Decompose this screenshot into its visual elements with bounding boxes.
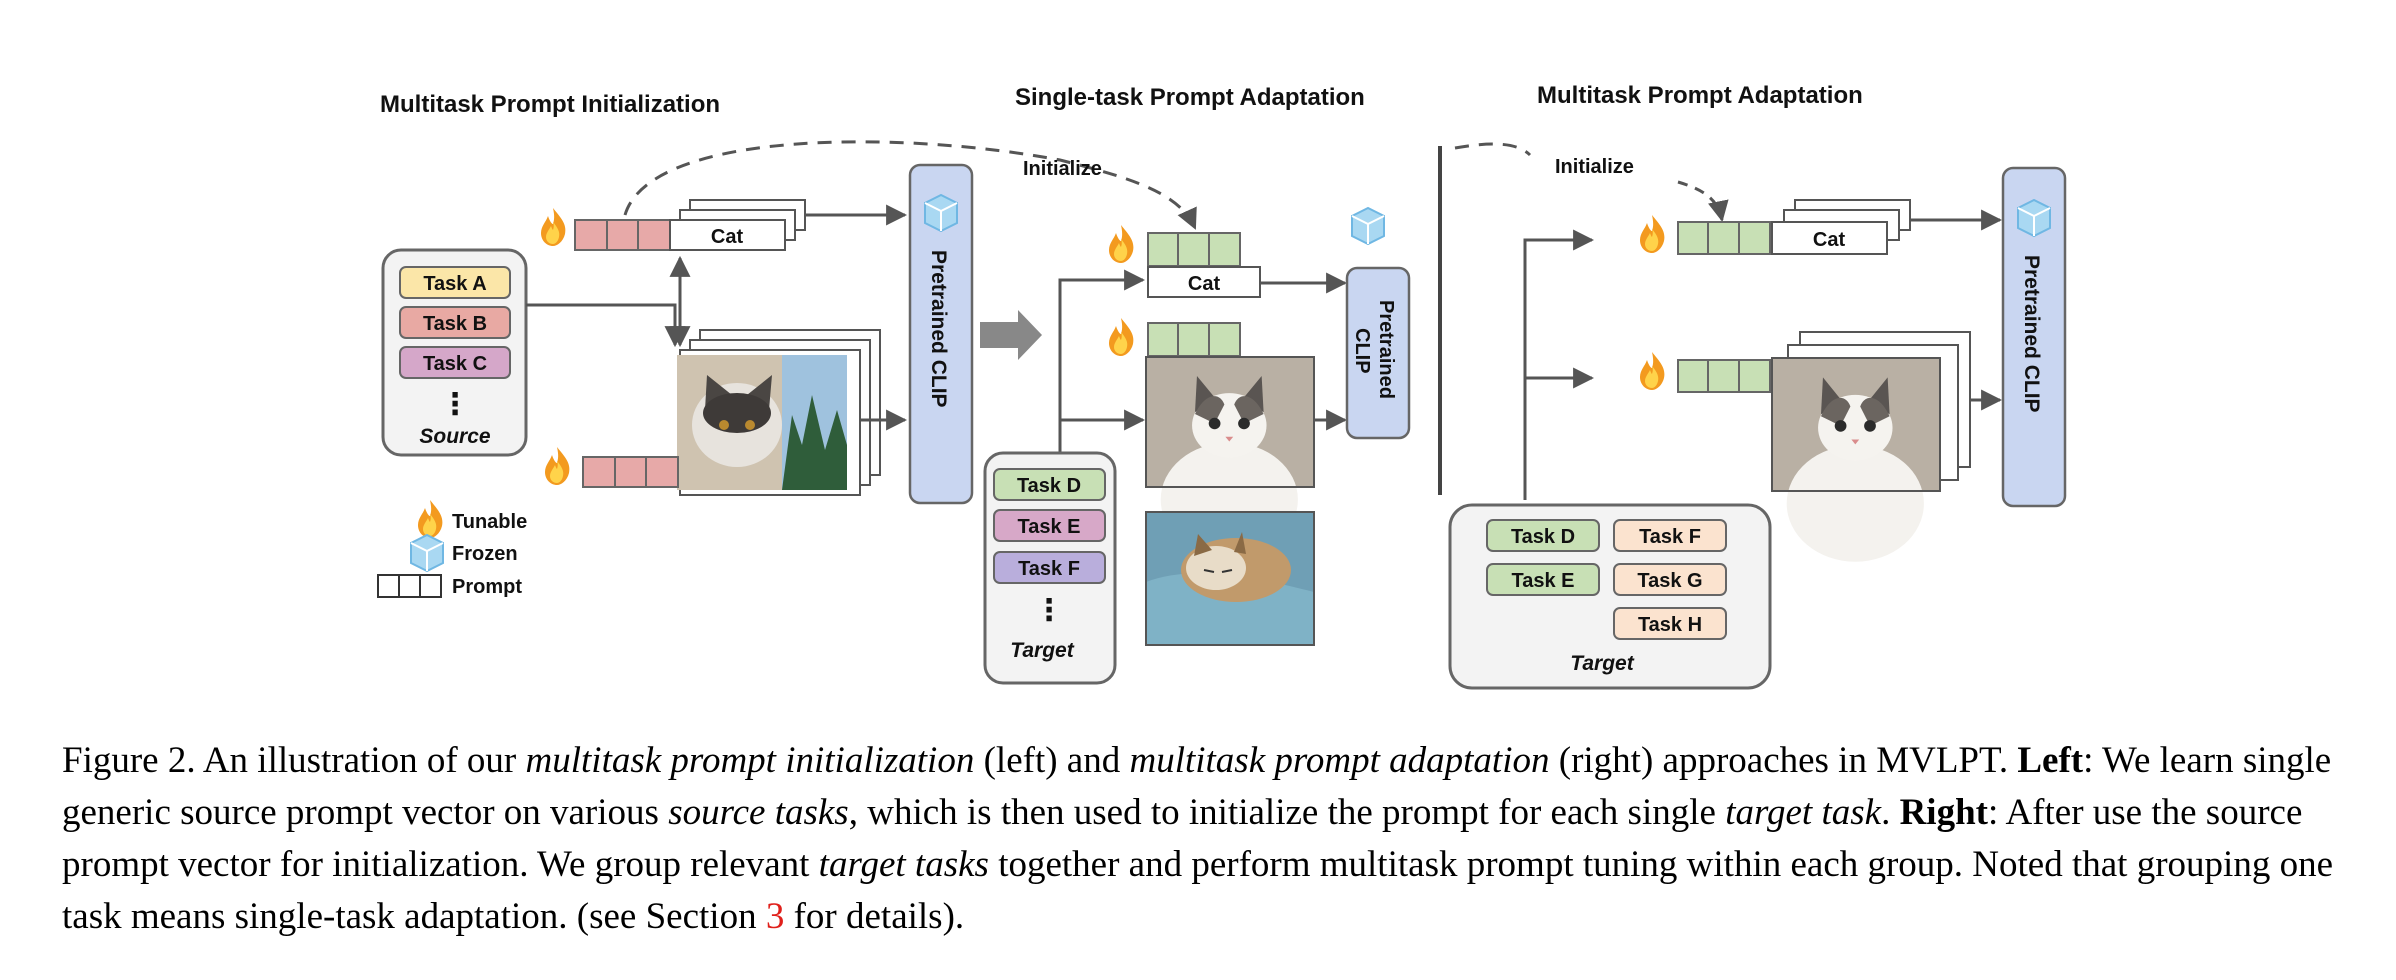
caption-italic-1: multitask prompt initialization	[525, 740, 975, 781]
task-f-box-right	[1613, 519, 1727, 552]
frozen-ice-icon	[2017, 199, 2051, 237]
caption-text-7: : After use the source prompt vector for…	[62, 792, 2303, 885]
frozen-ice-icon	[924, 194, 958, 232]
caption-bold-right: Right	[1899, 792, 1988, 833]
task-f-label: Task F	[1018, 558, 1080, 580]
cat-text-box-left	[669, 219, 786, 251]
source-group-label: Source	[419, 425, 491, 448]
target-cat-image-middle	[1145, 356, 1315, 557]
task-c-label: Task C	[423, 353, 487, 375]
figure-caption: Figure 2. An illustration of our multita…	[62, 735, 2352, 943]
figure-diagram: Multitask Prompt Initialization Task A T…	[377, 82, 2067, 690]
task-b-label: Task B	[423, 313, 487, 335]
middle-panel-title: Single-task Prompt Adaptation	[1015, 84, 1365, 111]
task-b-box	[399, 306, 511, 339]
legend-tunable: Tunable	[452, 511, 527, 533]
source-ellipsis: ⋮	[440, 388, 470, 421]
clip-label-middle-2: CLIP	[1351, 328, 1373, 374]
initialize-label-middle: Initialize	[1023, 158, 1102, 180]
cat-label-right: Cat	[1813, 229, 1846, 251]
transition-arrow	[980, 310, 1042, 360]
tunable-flame-icon	[1109, 318, 1134, 356]
task-d-box-right	[1486, 519, 1600, 552]
left-panel-title: Multitask Prompt Initialization	[380, 91, 720, 118]
task-e-box	[993, 509, 1106, 542]
legend-flame-icon	[418, 500, 443, 538]
frozen-ice-icon	[1351, 207, 1385, 245]
task-d-label: Task D	[1017, 475, 1081, 497]
initialize-label-right: Initialize	[1555, 156, 1634, 178]
caption-text-2: (left) and	[974, 740, 1130, 781]
target-cat-image-right	[1771, 357, 1941, 562]
legend-ice-icon	[410, 534, 444, 572]
legend-prompt: Prompt	[452, 576, 522, 598]
source-images	[677, 355, 847, 490]
target-group-label-right: Target	[1570, 652, 1634, 675]
target-ellipsis-middle: ⋮	[1034, 594, 1064, 627]
task-f-label-right: Task F	[1639, 526, 1701, 548]
task-g-box-right	[1613, 563, 1727, 596]
task-d-box	[993, 468, 1106, 501]
caption-bold-left: Left	[2017, 740, 2084, 781]
caption-text-1: An illustration of our	[195, 740, 526, 781]
caption-italic-2: multitask prompt adaptation	[1129, 740, 1550, 781]
task-a-label: Task A	[423, 273, 486, 295]
pretrained-clip-box-middle	[1345, 266, 1411, 440]
initialize-dashed-arrow-left	[623, 140, 1197, 230]
cat-label-left: Cat	[711, 226, 744, 248]
caption-text-8: together and perform multitask prompt tu…	[62, 844, 2333, 937]
tunable-flame-icon	[541, 208, 566, 246]
tunable-flame-icon	[1640, 352, 1665, 390]
task-g-label-right: Task G	[1637, 570, 1702, 592]
task-e-label: Task E	[1018, 516, 1081, 538]
task-f-box	[993, 551, 1106, 584]
caption-italic-5: target tasks	[818, 844, 989, 885]
legend-frozen: Frozen	[452, 543, 518, 565]
clip-label-middle-1: Pretrained	[1375, 300, 1397, 399]
initialize-dashed-arrow-right	[1454, 142, 1532, 157]
task-d-label-right: Task D	[1511, 526, 1575, 548]
pretrained-clip-box-right	[2001, 166, 2067, 508]
caption-text-9: for details).	[784, 896, 965, 937]
pretrained-clip-box-left	[908, 163, 974, 505]
section-reference-link[interactable]: 3	[765, 896, 785, 937]
caption-text-3: (right) approaches in MVLPT.	[1549, 740, 2018, 781]
tunable-flame-icon	[545, 447, 570, 485]
cat-label-middle: Cat	[1188, 273, 1221, 295]
caption-italic-3: source tasks	[668, 792, 849, 833]
caption-text-6: .	[1881, 792, 1900, 833]
target-cat-image-sleeping	[1145, 511, 1315, 646]
target-group-label-middle: Target	[1010, 639, 1074, 662]
task-h-label-right: Task H	[1638, 614, 1702, 636]
task-e-label-right: Task E	[1512, 570, 1575, 592]
clip-label-left: Pretrained CLIP	[927, 250, 950, 408]
clip-label-right: Pretrained CLIP	[2020, 255, 2043, 413]
caption-fig-label: Figure 2.	[62, 740, 196, 781]
caption-italic-4: target task	[1725, 792, 1882, 833]
right-panel-title: Multitask Prompt Adaptation	[1537, 82, 1863, 109]
caption-text-4: : We learn single generic source prompt …	[62, 740, 2332, 833]
tunable-flame-icon	[1109, 225, 1134, 263]
task-a-box	[399, 266, 511, 299]
tunable-flame-icon	[1640, 215, 1665, 253]
task-h-box-right	[1613, 607, 1727, 640]
task-e-box-right	[1486, 563, 1600, 596]
task-c-box	[399, 346, 511, 379]
cat-text-box-right	[1771, 221, 1888, 255]
caption-text-5: , which is then used to initialize the p…	[848, 792, 1726, 833]
